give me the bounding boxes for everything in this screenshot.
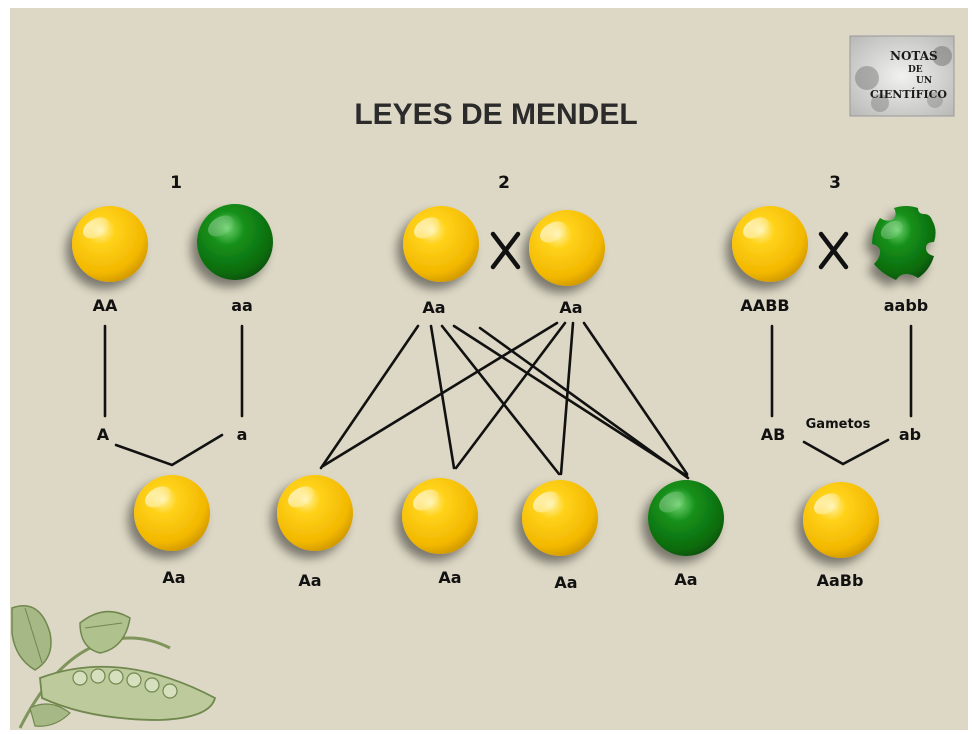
gametes-label: Gametos [806, 417, 871, 432]
svg-text:UN: UN [916, 76, 932, 86]
law-3-gamete-left-label: AB [761, 425, 786, 444]
yellow-pea-AaBb [803, 482, 879, 558]
green-pea-aa [197, 204, 273, 280]
law-3-parent-right-label: aabb [884, 296, 929, 315]
law-2-offspring-label-3: Aa [554, 573, 577, 592]
law-1-offspring-label: Aa [162, 568, 185, 587]
law-2-offspring-label-4: Aa [674, 570, 697, 589]
cross-symbol-law-3 [818, 231, 849, 270]
page-title: LEYES DE MENDEL [354, 98, 637, 131]
law-3-gamete-right-label: ab [899, 425, 921, 444]
green-pea-offspring-4 [648, 480, 724, 556]
law-3-number: 3 [829, 173, 841, 193]
law-2-cross-lines [319, 321, 690, 480]
svg-text:DE: DE [908, 65, 923, 75]
law-1-parent-right-label: aa [231, 296, 253, 315]
law-1-lines [103, 324, 244, 467]
mendel-diagram: LEYES DE MENDEL NOTAS DE UN CIENTÍFICO 1… [11, 35, 955, 729]
law-1-gamete-left-label: A [97, 425, 110, 444]
slide: LEYES DE MENDEL NOTAS DE UN CIENTÍFICO 1… [10, 8, 968, 730]
svg-text:NOTAS: NOTAS [890, 49, 938, 63]
yellow-pea-AABB [732, 206, 808, 282]
notas-de-un-cientifico-logo: NOTAS DE UN CIENTÍFICO [849, 35, 955, 117]
pea-pod-illustration [11, 605, 217, 729]
svg-text:CIENTÍFICO: CIENTÍFICO [870, 87, 947, 101]
law-1-number: 1 [170, 173, 182, 193]
law-3-lines [770, 324, 913, 466]
yellow-pea-Aa-right [529, 210, 605, 286]
cross-symbol-law-2 [490, 231, 521, 270]
law-2-number: 2 [498, 173, 510, 193]
yellow-pea-offspring-1 [277, 475, 353, 551]
law-2-offspring-label-2: Aa [438, 568, 461, 587]
pea-highlights [83, 215, 904, 515]
yellow-pea-AA [72, 206, 148, 282]
yellow-pea-offspring-law-1 [134, 475, 210, 551]
yellow-pea-offspring-2 [402, 478, 478, 554]
law-2-parent-left-label: Aa [422, 298, 445, 317]
law-3-offspring-label: AaBb [817, 571, 864, 590]
law-1-gamete-right-label: a [237, 425, 248, 444]
wrinkled-green-pea-aabb [872, 206, 936, 280]
law-2-parent-right-label: Aa [559, 298, 582, 317]
yellow-pea-Aa-left [403, 206, 479, 282]
law-1-parent-left-label: AA [93, 296, 118, 315]
yellow-pea-offspring-3 [522, 480, 598, 556]
law-3-parent-left-label: AABB [740, 296, 789, 315]
law-2-offspring-label-1: Aa [298, 571, 321, 590]
